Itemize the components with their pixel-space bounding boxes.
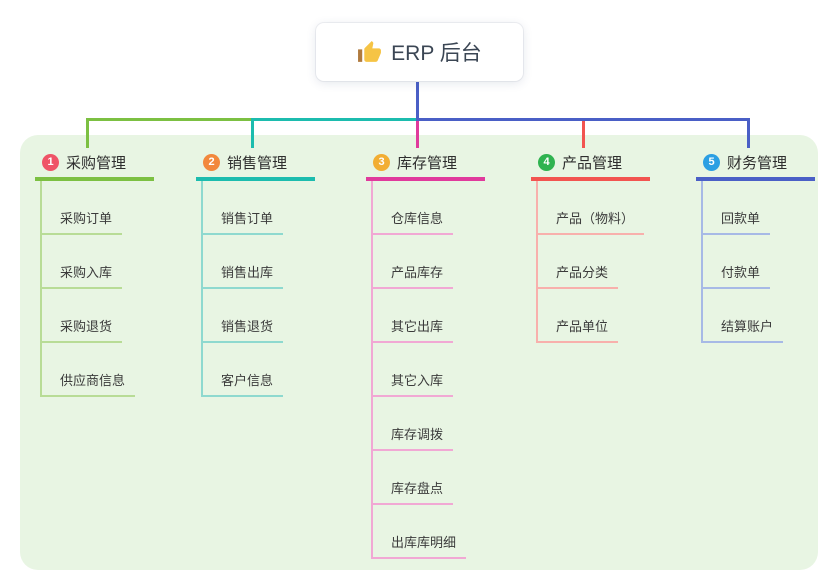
branch-sales-children: 销售订单 销售出库 销售退货 客户信息 [201, 181, 284, 397]
child-node[interactable]: 其它出库 [373, 289, 454, 343]
branch-product: 4 产品管理 产品（物料） 产品分类 产品单位 [531, 147, 650, 343]
child-node[interactable]: 产品库存 [373, 235, 454, 289]
branch-number-badge: 2 [203, 153, 220, 171]
branch-number-badge: 3 [373, 153, 390, 171]
branch-label: 采购管理 [66, 154, 127, 172]
branch-purchase-children: 采购订单 采购入库 采购退货 供应商信息 [40, 181, 136, 397]
branch-number-badge: 5 [703, 153, 720, 171]
child-node[interactable]: 付款单 [703, 235, 771, 289]
branch-label: 财务管理 [727, 154, 788, 172]
branch-number-badge: 1 [42, 153, 59, 171]
connector-drop-sales [251, 118, 254, 148]
root-node[interactable]: ERP 后台 [316, 23, 523, 81]
child-node[interactable]: 销售出库 [203, 235, 284, 289]
child-node[interactable]: 采购退货 [42, 289, 123, 343]
connector-drop-purchase [86, 118, 89, 148]
root-label: ERP 后台 [391, 42, 482, 65]
connector-root-drop [416, 81, 419, 121]
child-node[interactable]: 回款单 [703, 181, 771, 235]
child-node[interactable]: 供应商信息 [42, 343, 136, 397]
child-node[interactable]: 采购入库 [42, 235, 123, 289]
connector-drop-inventory [416, 121, 419, 148]
branch-purchase: 1 采购管理 采购订单 采购入库 采购退货 供应商信息 [35, 147, 154, 397]
branch-product-header[interactable]: 4 产品管理 [531, 147, 650, 181]
child-node[interactable]: 出库库明细 [373, 505, 467, 559]
connector-bus-left [86, 118, 253, 121]
branch-finance-children: 回款单 付款单 结算账户 [701, 181, 784, 343]
connector-drop-finance [747, 118, 750, 148]
connector-bus-mid [251, 118, 418, 121]
child-node[interactable]: 结算账户 [703, 289, 784, 343]
branch-inventory-header[interactable]: 3 库存管理 [366, 147, 485, 181]
branch-label: 销售管理 [227, 154, 288, 172]
branch-label: 库存管理 [397, 154, 458, 172]
child-node[interactable]: 采购订单 [42, 181, 123, 235]
branch-product-children: 产品（物料） 产品分类 产品单位 [536, 181, 645, 343]
child-node[interactable]: 库存调拨 [373, 397, 454, 451]
child-node[interactable]: 产品单位 [538, 289, 619, 343]
connector-bus-right [416, 118, 750, 121]
child-node[interactable]: 销售订单 [203, 181, 284, 235]
child-node[interactable]: 产品分类 [538, 235, 619, 289]
child-node[interactable]: 其它入库 [373, 343, 454, 397]
child-node[interactable]: 产品（物料） [538, 181, 645, 235]
branch-label: 产品管理 [562, 154, 623, 172]
branch-panel [20, 135, 818, 570]
branch-sales-header[interactable]: 2 销售管理 [196, 147, 315, 181]
child-node[interactable]: 客户信息 [203, 343, 284, 397]
child-node[interactable]: 库存盘点 [373, 451, 454, 505]
branch-purchase-header[interactable]: 1 采购管理 [35, 147, 154, 181]
branch-finance: 5 财务管理 回款单 付款单 结算账户 [696, 147, 815, 343]
child-node[interactable]: 销售退货 [203, 289, 284, 343]
branch-inventory: 3 库存管理 仓库信息 产品库存 其它出库 其它入库 库存调拨 库存盘点 出库库… [366, 147, 485, 559]
branch-sales: 2 销售管理 销售订单 销售出库 销售退货 客户信息 [196, 147, 315, 397]
connector-drop-product [582, 121, 585, 148]
branch-number-badge: 4 [538, 153, 555, 171]
child-node[interactable]: 仓库信息 [373, 181, 454, 235]
branch-finance-header[interactable]: 5 财务管理 [696, 147, 815, 181]
branch-inventory-children: 仓库信息 产品库存 其它出库 其它入库 库存调拨 库存盘点 出库库明细 [371, 181, 467, 559]
thumbs-up-icon [357, 40, 382, 65]
